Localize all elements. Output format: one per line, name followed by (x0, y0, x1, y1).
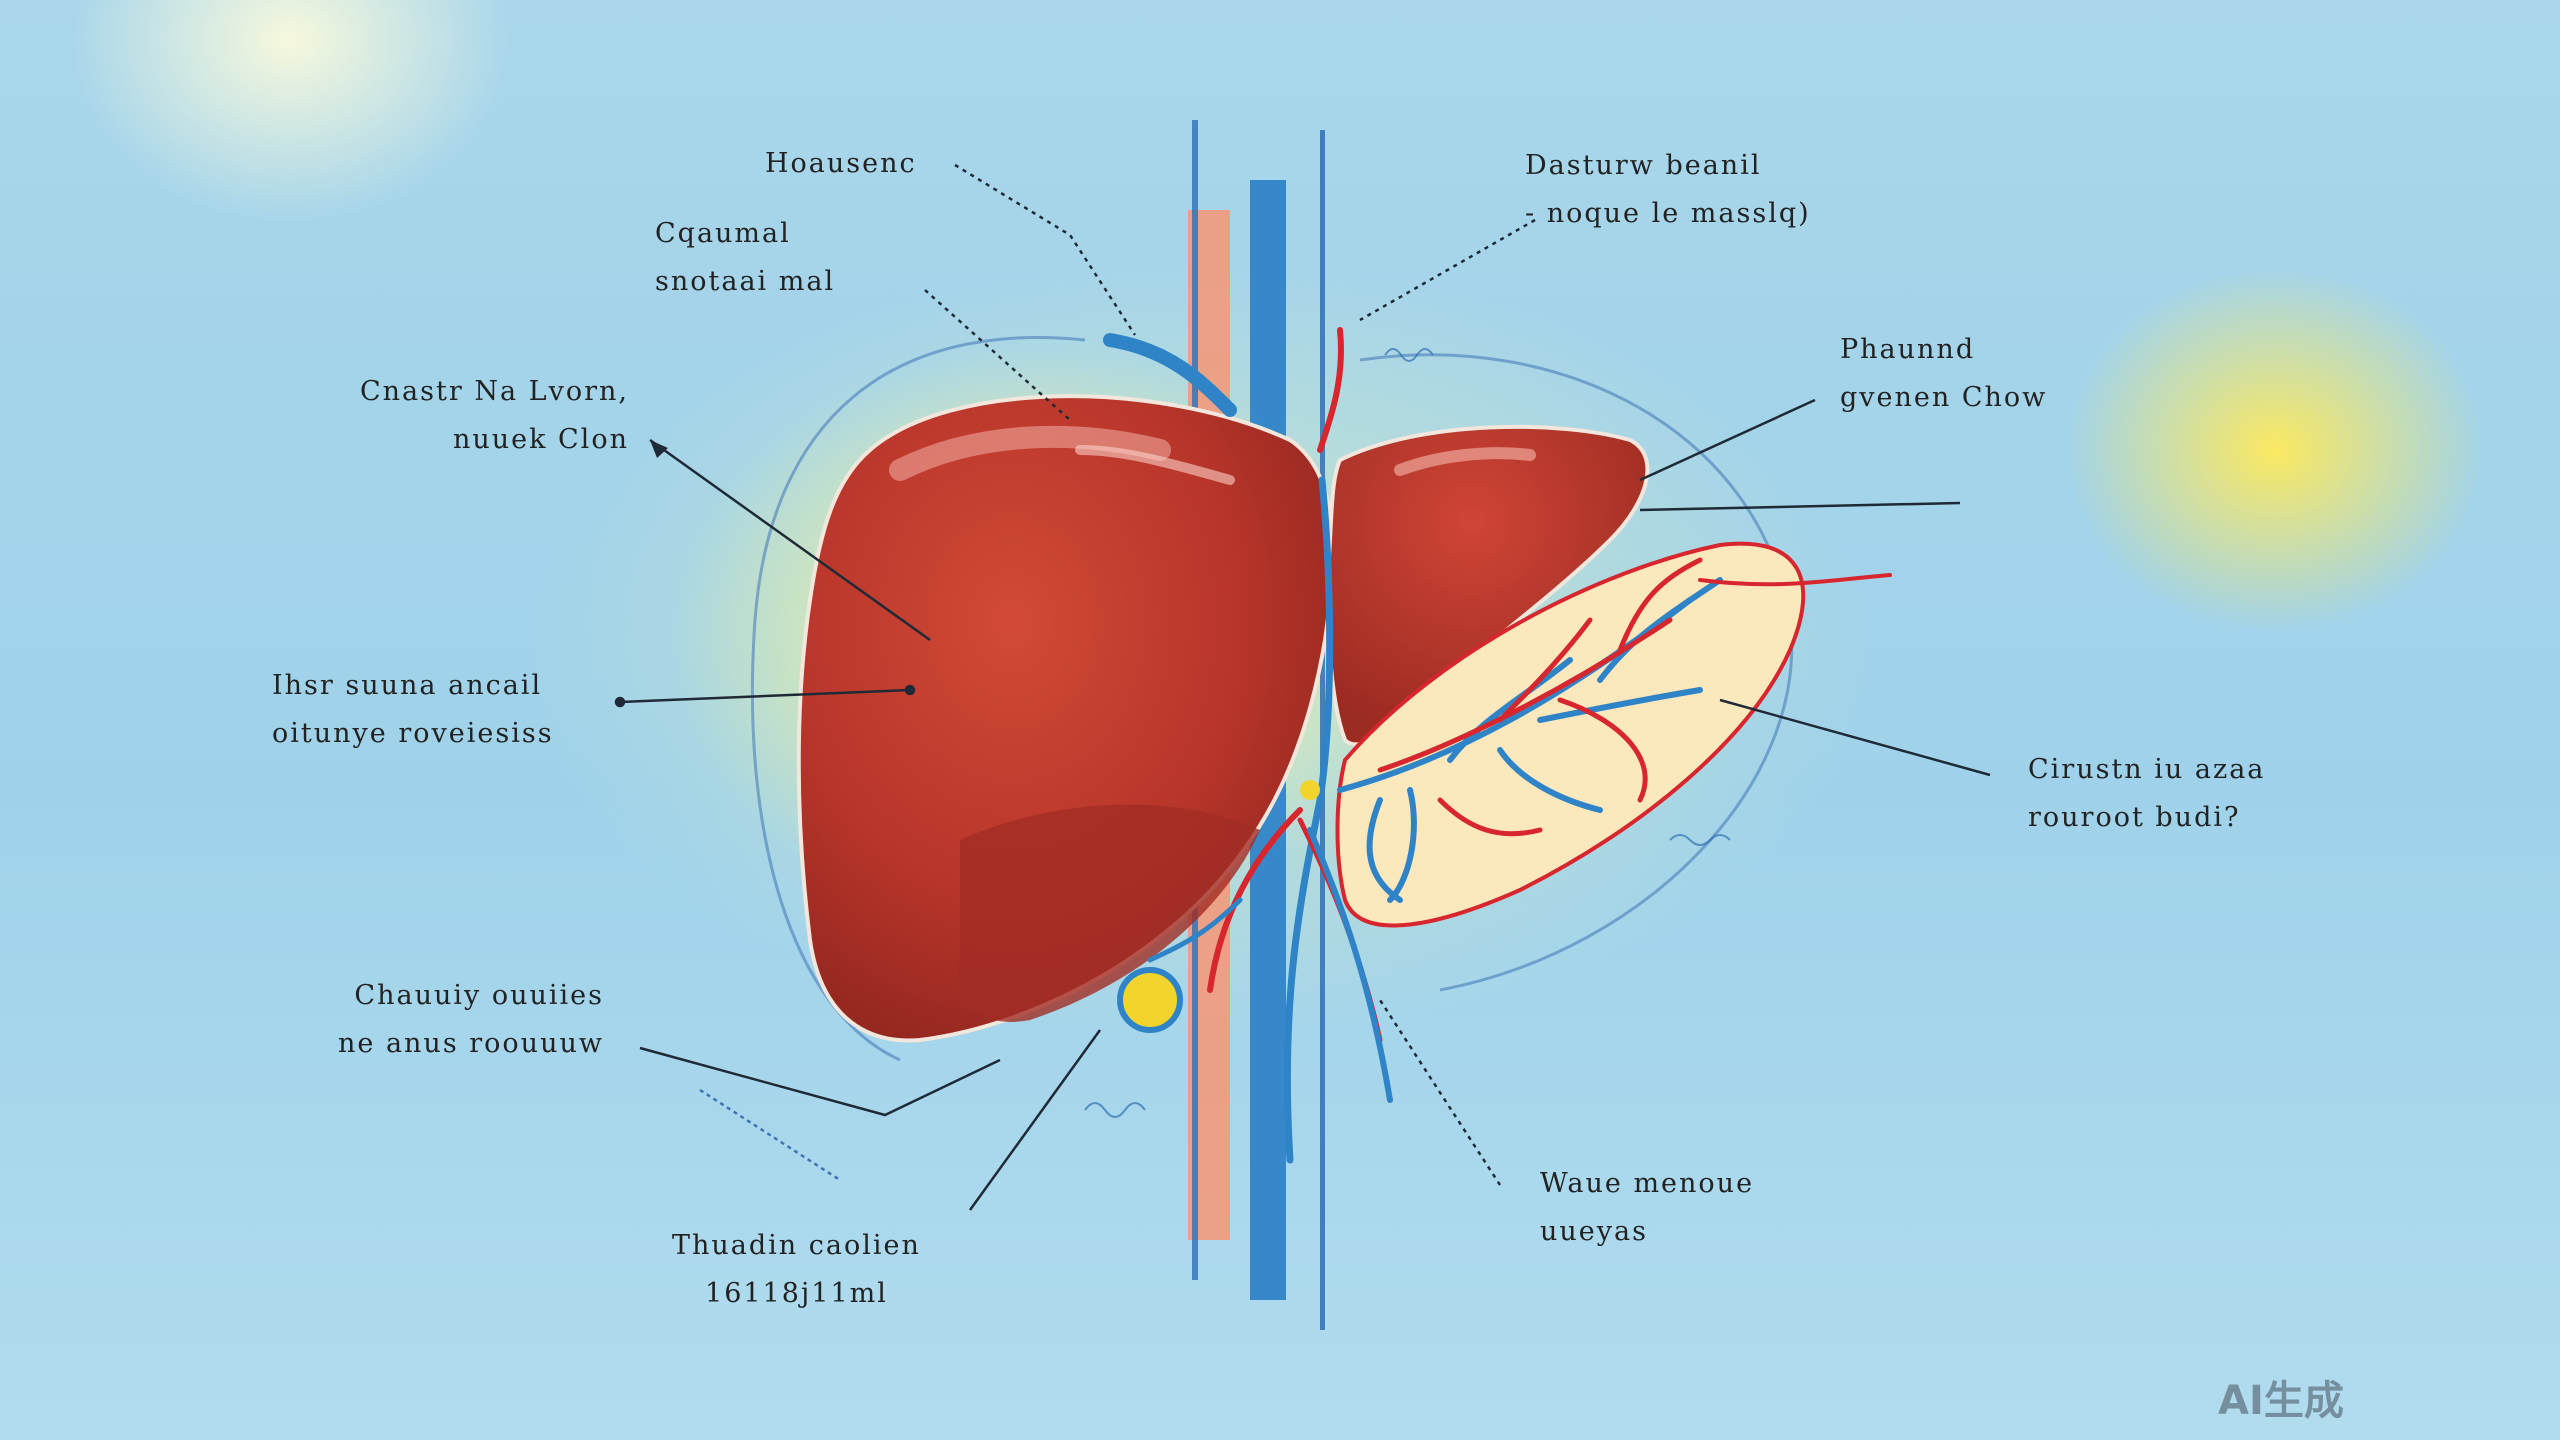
label-top-right-1: Dasturw beanil - noque le masslq) (1525, 150, 1811, 229)
central-vessels (1103, 327, 1892, 1164)
pancreas (1335, 541, 1806, 928)
label-right-1: Phaunnd gvenen Chow (1840, 334, 2048, 413)
label-bottom-right: Waue menoue uueyas (1540, 1168, 1755, 1247)
ai-generated-watermark: AI生成 (2218, 1378, 2344, 1424)
label-bottom-left: Thuadin caolien 16118j11ml (672, 1230, 921, 1309)
label-top-left-1: Hoausenc (765, 148, 917, 179)
sketch-marks (1084, 348, 1731, 1118)
label-left-2: Ihsr suuna ancail oitunye roveiesiss (272, 670, 554, 749)
label-top-left-2: Cqaumal snotaai mal (655, 218, 836, 297)
label-left-1: Cnastr Na Lvorn, nuuek Clon (360, 376, 629, 455)
label-left-3: Chauuiy ouuiies ne anus roouuuw (338, 980, 604, 1059)
label-right-2: Cirustn iu azaa rouroot budi? (2028, 754, 2266, 833)
leader-lines (614, 163, 1991, 1211)
gallbladder (1117, 967, 1183, 1033)
